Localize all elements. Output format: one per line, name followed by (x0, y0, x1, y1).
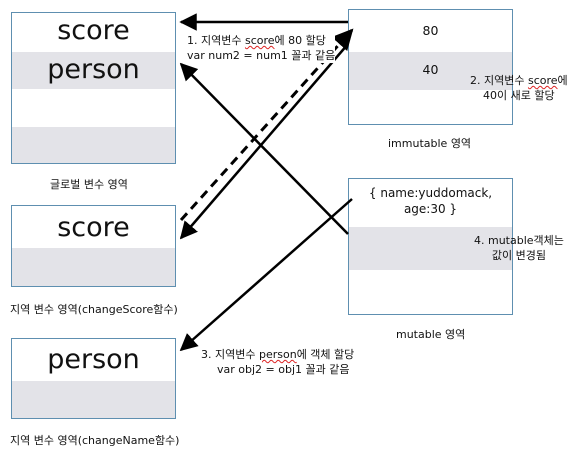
global-score-cell: score (57, 15, 130, 46)
global-area-label: 글로벌 변수 영역 (50, 178, 128, 191)
global-empty-cell (12, 127, 175, 163)
note-4: 4. mutable객체는 값이 변경됨 (474, 234, 564, 262)
immutable-value-80: 80 (422, 23, 439, 38)
immutable-area: 80 40 (348, 9, 513, 125)
change-score-area: score (11, 205, 176, 287)
local-empty-cell (12, 248, 175, 286)
arrow-object-to-local-person (179, 198, 353, 352)
arrow-40-to-local-score (179, 43, 349, 240)
note-1: 1. 지역변수 score에 80 할당 var num2 = num1 꼴과 … (187, 33, 336, 63)
local-person-cell: person (47, 344, 140, 375)
local-score-cell: score (57, 212, 130, 243)
immutable-area-label: immutable 영역 (388, 137, 472, 150)
object-line-2: age:30 } (403, 202, 458, 216)
change-name-area: person (11, 338, 176, 419)
local-empty-cell (12, 381, 175, 418)
immutable-value-40: 40 (349, 52, 512, 90)
note-2: 2. 지역변수 score에 40이 새로 할당 (470, 74, 568, 102)
global-variable-area: score person (11, 12, 176, 164)
arrow-object-to-global-person (179, 62, 349, 235)
object-line-1: { name:yuddomack, (368, 186, 493, 200)
mutable-area: { name:yuddomack, age:30 } (348, 178, 513, 315)
change-score-area-label: 지역 변수 영역(changeScore함수) (10, 303, 178, 316)
note-3: 3. 지역변수 person에 객체 할당 var obj2 = obj1 꼴과… (201, 347, 355, 377)
mutable-object-cell: { name:yuddomack, age:30 } (349, 179, 512, 227)
mutable-area-label: mutable 영역 (396, 328, 466, 341)
global-person-cell: person (12, 52, 175, 89)
mutable-empty-cell (349, 227, 512, 270)
change-name-area-label: 지역 변수 영역(changeName함수) (10, 434, 180, 447)
